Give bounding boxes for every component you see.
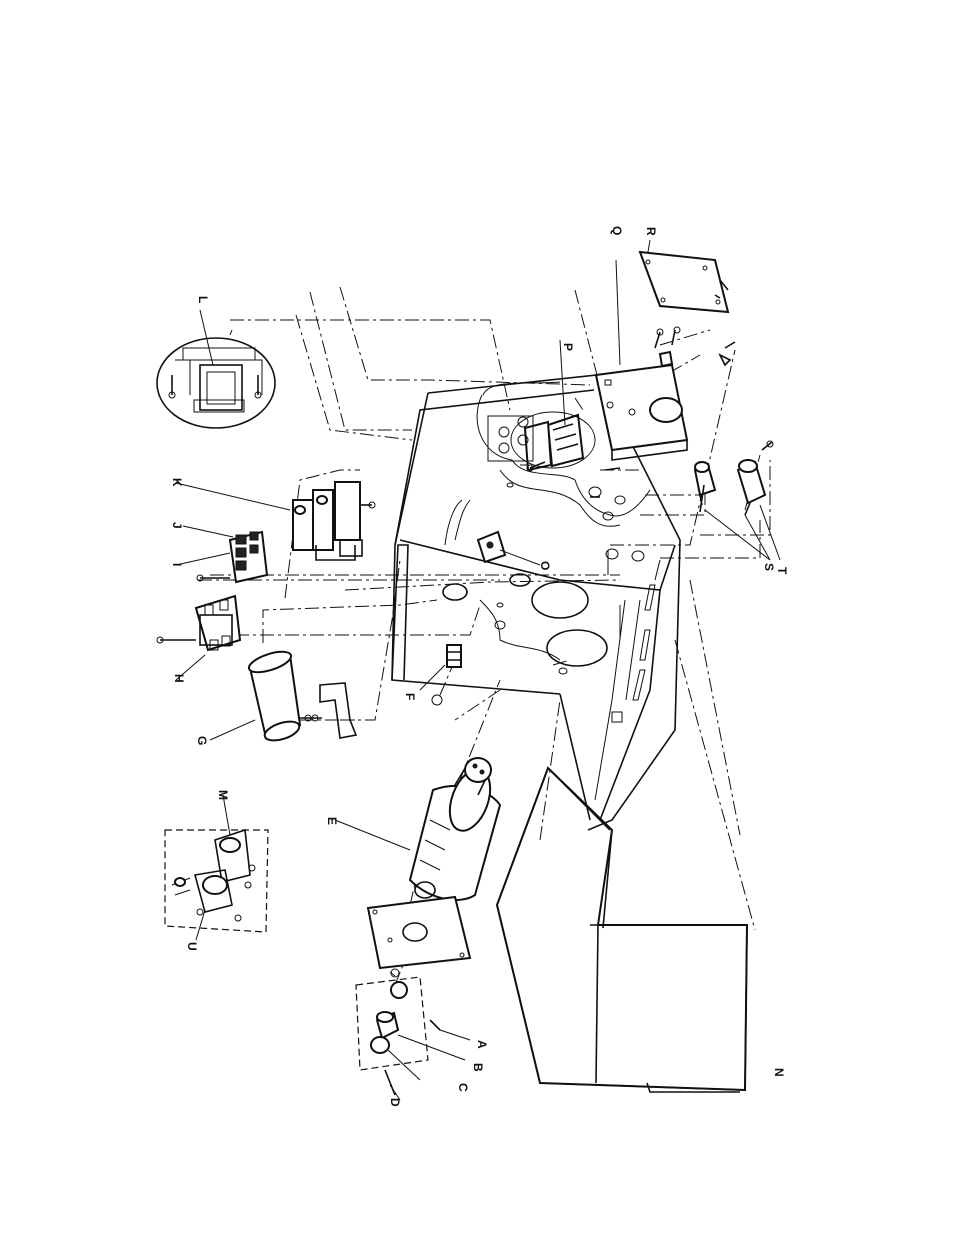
callout-a: A xyxy=(475,1040,489,1049)
transformer-k xyxy=(176,482,375,560)
callout-m: M xyxy=(216,790,230,800)
motor-e xyxy=(335,758,500,900)
shaft-parts xyxy=(356,969,470,1100)
callout-e: E xyxy=(325,817,339,825)
terminal-block-ij xyxy=(176,526,267,582)
switch-h xyxy=(157,596,240,680)
callout-t: T xyxy=(775,567,789,575)
callout-j: J xyxy=(170,522,184,529)
callout-n: N xyxy=(772,1068,786,1077)
callout-q: Q xyxy=(610,226,624,235)
callout-s: S xyxy=(762,563,776,571)
inset-detail-l xyxy=(157,310,275,428)
callout-c: C xyxy=(456,1083,470,1092)
callout-p: P xyxy=(561,343,575,351)
component-p xyxy=(488,340,595,471)
callout-d: D xyxy=(388,1098,402,1107)
callout-k: K xyxy=(170,478,184,487)
callout-g: G xyxy=(195,736,209,745)
motor-mount-plate xyxy=(368,897,470,968)
cabinet-cover-n xyxy=(497,768,747,1092)
capacitor-g xyxy=(210,648,356,745)
fuse-holder-f xyxy=(420,645,461,705)
inset-detail-mu xyxy=(165,795,268,940)
assembly-lines xyxy=(198,287,770,985)
callout-f: F xyxy=(403,693,417,700)
cover-plate-r xyxy=(640,240,728,312)
component-o xyxy=(478,532,540,565)
callout-o: O xyxy=(538,561,552,570)
callout-r: R xyxy=(644,227,658,236)
callout-i: I xyxy=(170,563,184,566)
callout-u: U xyxy=(185,942,199,951)
callout-l: L xyxy=(196,296,210,303)
callout-b: B xyxy=(471,1063,485,1072)
connectors-st xyxy=(695,441,780,560)
callout-h: H xyxy=(172,674,186,683)
